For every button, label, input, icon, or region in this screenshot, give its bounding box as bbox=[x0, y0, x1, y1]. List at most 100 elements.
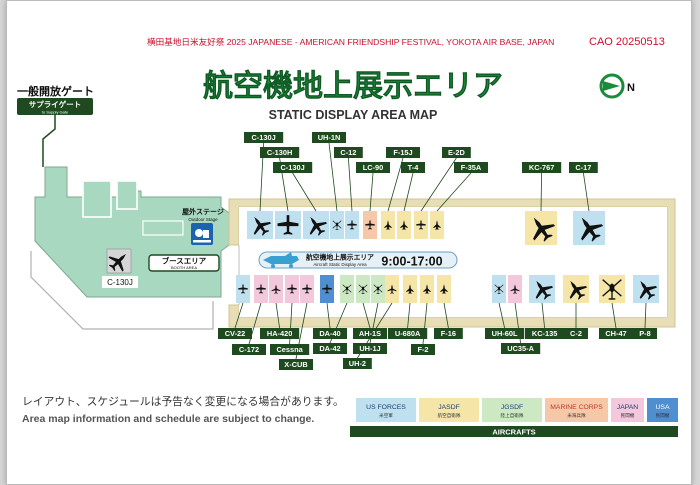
top-label-bg-1 bbox=[260, 147, 300, 158]
legend-swatch-marine bbox=[545, 398, 608, 422]
top-label-bg-0 bbox=[244, 132, 284, 143]
bottom-slot-18 bbox=[632, 275, 661, 304]
top-leader-5 bbox=[369, 172, 374, 212]
bottom-slot-12 bbox=[437, 275, 451, 303]
top-label-2: C-130J bbox=[280, 163, 304, 172]
legend-sub-us: 米空軍 bbox=[379, 412, 393, 419]
stage-icon bbox=[191, 223, 213, 245]
top-slot-8 bbox=[414, 211, 428, 239]
legend-sub-marine: 米海兵隊 bbox=[567, 412, 586, 419]
north-arrow-icon: N bbox=[599, 73, 635, 99]
top-label-4: C-12 bbox=[340, 148, 356, 157]
top-leader-4 bbox=[348, 157, 353, 212]
top-slot-0 bbox=[246, 211, 275, 240]
title-jp: 航空機地上展示エリア bbox=[203, 69, 503, 103]
legend-swatch-us bbox=[356, 398, 416, 422]
legend-swatch-jgsdf bbox=[482, 398, 542, 422]
bottom-label-13: UH-60L bbox=[492, 329, 518, 338]
top-label-1: C-130H bbox=[267, 148, 292, 157]
bottom-label-0: CV-22 bbox=[225, 329, 246, 338]
top-leader-11 bbox=[583, 172, 590, 212]
top-label-5: LC-90 bbox=[363, 163, 384, 172]
legend-footer bbox=[350, 426, 678, 437]
aircraft-banner-icon bbox=[263, 252, 299, 268]
bottom-leader-7 bbox=[362, 302, 371, 329]
bottom-slot-11 bbox=[420, 275, 434, 303]
title-en: STATIC DISPLAY AREA MAP bbox=[269, 108, 438, 122]
bottom-label-10: U-680A bbox=[395, 329, 421, 338]
hours-banner bbox=[258, 251, 458, 269]
legend-label-jgsdf: JGSDF bbox=[501, 404, 523, 411]
top-slot-7 bbox=[397, 211, 411, 239]
bottom-label-bg-11 bbox=[411, 344, 435, 355]
bottom-label-bg-8 bbox=[353, 343, 387, 354]
legend-footer-label: AIRCRAFTS bbox=[492, 428, 535, 437]
bottom-label-3: Cessna bbox=[276, 345, 303, 354]
north-label: N bbox=[627, 82, 635, 94]
top-label-bg-4 bbox=[334, 147, 363, 158]
building-2 bbox=[116, 180, 138, 210]
top-slot-5 bbox=[363, 211, 377, 239]
festival-title: 横田基地日米友好祭 2025 JAPANESE - AMERICAN FRIEN… bbox=[147, 36, 554, 47]
outdoor-stage-en: Outdoor Stage bbox=[188, 217, 218, 222]
bottom-label-bg-15 bbox=[525, 328, 565, 339]
document-code: CAO 20250513 bbox=[589, 36, 665, 48]
bottom-label-6: DA-42 bbox=[319, 344, 340, 353]
building-1 bbox=[82, 180, 112, 218]
map-page: 横田基地日米友好祭 2025 JAPANESE - AMERICAN FRIEN… bbox=[6, 0, 692, 485]
bottom-slot-16 bbox=[562, 275, 591, 304]
bottom-slot-0 bbox=[236, 275, 250, 303]
gate-path bbox=[42, 115, 56, 167]
bottom-slot-6 bbox=[340, 275, 354, 303]
booth-area-en: BOOTH AREA bbox=[171, 265, 197, 270]
top-leader-3 bbox=[328, 142, 338, 212]
bottom-label-5: DA-40 bbox=[319, 329, 340, 338]
bottom-slot-4 bbox=[300, 275, 314, 303]
legend-label-usa: USA bbox=[656, 404, 670, 411]
top-leader-7 bbox=[403, 172, 414, 212]
top-slot-10 bbox=[523, 210, 559, 247]
top-slot-3 bbox=[330, 211, 344, 239]
top-slot-11 bbox=[571, 210, 607, 247]
bottom-label-bg-9 bbox=[343, 358, 372, 369]
top-slot-6 bbox=[381, 211, 395, 239]
bottom-leader-13 bbox=[498, 302, 505, 329]
bottom-label-bg-0 bbox=[218, 328, 252, 339]
supply-gate-tag bbox=[17, 98, 93, 115]
bottom-label-11: F-2 bbox=[417, 345, 428, 354]
static-area-en: Aircraft Static Display Area bbox=[313, 262, 367, 267]
top-slot-4 bbox=[345, 211, 359, 239]
bottom-leader-12 bbox=[443, 302, 449, 329]
bottom-label-bg-17 bbox=[599, 328, 633, 339]
legend-label-marine: MARINE CORPS bbox=[550, 404, 603, 411]
bottom-slot-9 bbox=[385, 275, 399, 303]
bottom-label-14: UC35-A bbox=[507, 344, 534, 353]
top-leader-8 bbox=[420, 157, 457, 212]
bottom-label-bg-5 bbox=[313, 328, 347, 339]
bottom-slot-15 bbox=[528, 275, 557, 304]
bottom-slot-13 bbox=[492, 275, 506, 303]
bottom-label-bg-1 bbox=[232, 344, 266, 355]
bottom-leader-18 bbox=[644, 302, 647, 329]
bottom-label-15: KC-135 bbox=[532, 329, 557, 338]
outdoor-stage-jp: 屋外ステージ bbox=[182, 207, 224, 216]
top-label-bg-8 bbox=[442, 147, 471, 158]
bottom-label-bg-12 bbox=[434, 328, 463, 339]
booth-aircraft-bg bbox=[102, 276, 138, 288]
bottom-label-9: UH-2 bbox=[349, 359, 366, 368]
booth-aircraft-label: C-130J bbox=[107, 278, 133, 287]
notice-en: Area map information and schedule are su… bbox=[22, 413, 314, 425]
bottom-leader-10 bbox=[407, 302, 411, 329]
supply-gate-jp: サプライゲート bbox=[29, 99, 82, 109]
bottom-label-bg-13 bbox=[485, 328, 525, 339]
top-slot-2 bbox=[302, 211, 331, 240]
top-label-9: F-35A bbox=[461, 163, 482, 172]
building-3 bbox=[142, 220, 184, 236]
bottom-slot-17 bbox=[599, 275, 625, 303]
bottom-label-bg-10 bbox=[388, 328, 428, 339]
bottom-label-bg-3 bbox=[270, 344, 310, 355]
legend-sub-japan: 民間機 bbox=[621, 412, 635, 419]
top-label-8: E-2D bbox=[448, 148, 466, 157]
top-leader-6 bbox=[387, 157, 404, 212]
bottom-slot-5 bbox=[320, 275, 334, 303]
